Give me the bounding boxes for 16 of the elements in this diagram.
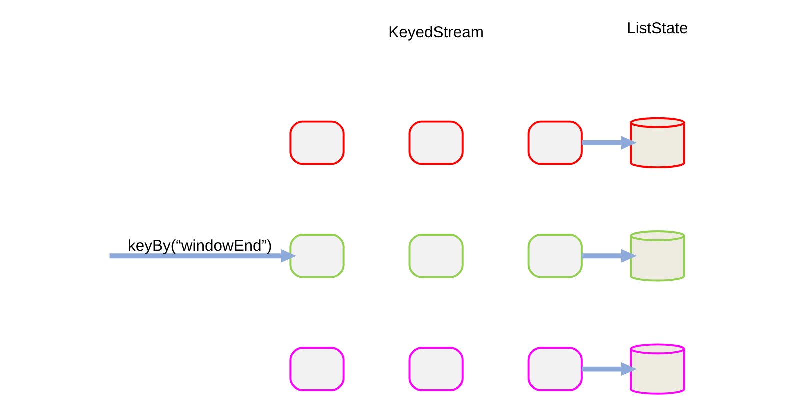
node-box <box>527 234 582 278</box>
arrow <box>581 249 636 263</box>
arrow <box>581 136 636 150</box>
node-box <box>289 347 344 392</box>
node-box <box>527 120 582 166</box>
node-box <box>527 347 582 392</box>
arrow <box>109 249 296 263</box>
node-box <box>289 234 344 278</box>
node-box <box>408 120 464 166</box>
label: ListState <box>626 20 688 38</box>
label: KeyedStream <box>388 24 484 42</box>
edge-label: keyBy(“windowEnd”) <box>128 238 272 256</box>
arrow <box>581 362 636 376</box>
node-box <box>408 234 464 278</box>
node-box <box>408 347 464 392</box>
node-box <box>289 120 344 166</box>
